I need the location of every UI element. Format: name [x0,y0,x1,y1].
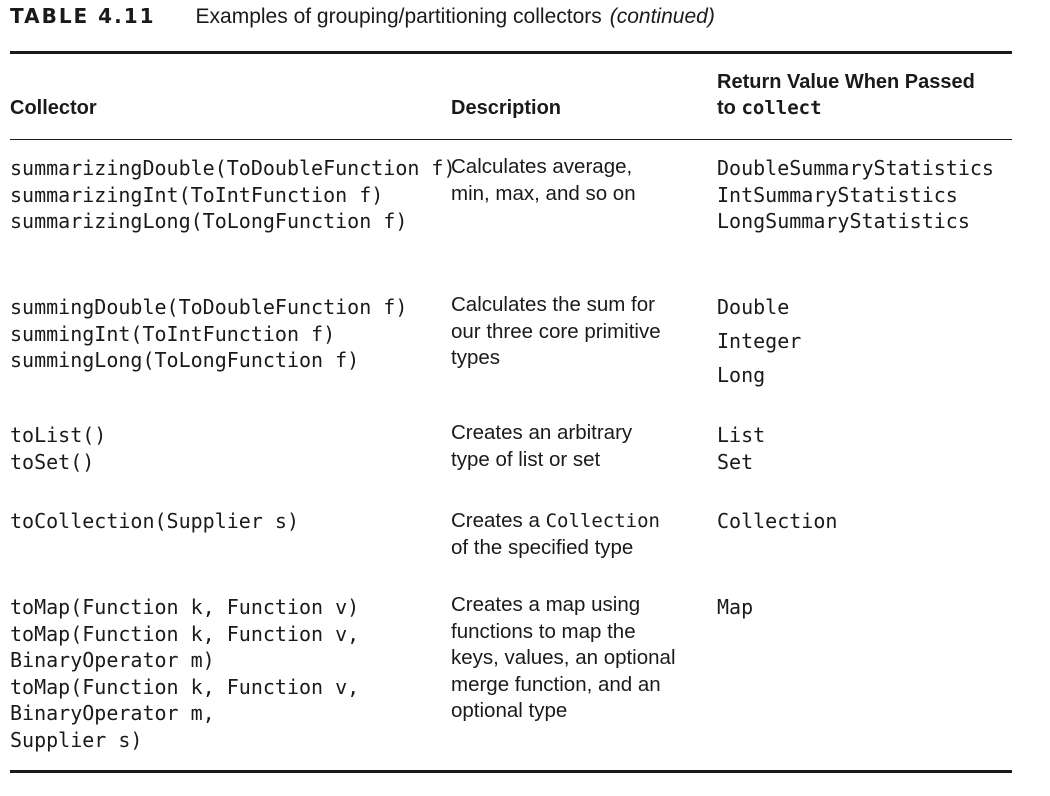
collector-method: Supplier s) [10,727,143,752]
description-line: of the specified type [451,535,634,559]
description-line: optional type [451,699,568,722]
return-type: List [717,423,766,447]
header-return-prefix: to [717,97,736,119]
table-title: Examples of grouping/partitioning collec… [195,5,602,28]
collector-method: summingLong(ToLongFunction f) [10,348,360,372]
collector-method: toList() [10,423,107,447]
description-line: functions to map the [451,619,636,643]
description-line: Creates a Collection [451,508,660,535]
collector-method: summingInt(ToIntFunction f) [10,321,336,346]
return-type: LongSummaryStatistics [717,209,970,233]
row-5-collector: toMap(Function k, Function v) toMap(Func… [10,594,359,753]
top-rule [10,51,1012,54]
header-collector: Collector [10,97,97,119]
header-return-value: Return Value When Passed to collect [717,69,975,121]
collector-method: toMap(Function k, Function v, [10,674,360,699]
return-type: Collection [717,509,838,533]
bottom-rule [10,770,1012,773]
description-line: Creates an arbitrary [451,421,633,444]
table-continued-note: (continued) [609,5,715,28]
row-4-collector: toCollection(Supplier s) [10,508,299,535]
row-2-description: Calculates the sum for our three core pr… [451,292,661,372]
row-3-description: Creates an arbitrary type of list or set [451,420,632,473]
row-3-collector: toList() toSet() [10,422,106,475]
collector-method: toSet() [10,449,95,474]
return-type: Double [717,295,790,319]
return-type: Set [717,449,754,474]
row-1-collector: summarizingDouble(ToDoubleFunction f) su… [10,155,456,235]
collector-method: summingDouble(ToDoubleFunction f) [10,295,408,319]
description-code: Collection [545,510,660,532]
row-3-return: List Set [717,422,765,475]
row-1-description: Calculates average, min, max, and so on [451,154,636,207]
description-line: Calculates average, [451,155,633,178]
description-line: min, max, and so on [451,181,636,205]
row-5-description: Creates a map using functions to map the… [451,592,676,725]
collector-method: toCollection(Supplier s) [10,509,299,533]
row-4-return: Collection [717,508,837,535]
table-caption: TABLE 4.11 Examples of grouping/partition… [10,4,715,29]
row-2-collector: summingDouble(ToDoubleFunction f) summin… [10,294,407,374]
header-return-line1: Return Value When Passed [717,71,975,93]
return-type: IntSummaryStatistics [717,182,958,207]
description-line: Creates a map using [451,593,641,616]
description-line: keys, values, an optional [451,646,676,669]
collector-method: summarizingLong(ToLongFunction f) [10,209,408,233]
collector-method: toMap(Function k, Function v) [10,595,360,619]
return-type: Long [717,363,766,387]
header-return-code: collect [741,97,822,119]
collector-method: toMap(Function k, Function v, [10,621,360,646]
header-description: Description [451,97,562,119]
description-line: merge function, and an [451,672,661,696]
header-rule [10,139,1012,140]
table-number: TABLE 4.11 [10,4,156,28]
description-line: our three core primitive [451,319,661,343]
description-line: types [451,346,500,369]
row-5-return: Map [717,594,753,621]
row-2-return: Double Integer Long [717,290,801,392]
return-type: Integer [717,329,802,353]
description-line: Calculates the sum for [451,293,655,316]
row-4-description: Creates a Collection of the specified ty… [451,508,660,561]
collector-method: summarizingInt(ToIntFunction f) [10,182,384,207]
description-text: Creates a [451,509,540,532]
return-type: DoubleSummaryStatistics [717,156,994,180]
description-line: type of list or set [451,447,601,471]
row-1-return: DoubleSummaryStatistics IntSummaryStatis… [717,155,994,235]
collector-method: summarizingDouble(ToDoubleFunction f) [10,156,456,180]
collector-method: BinaryOperator m) [10,648,215,672]
return-type: Map [717,595,754,619]
collector-method: BinaryOperator m, [10,701,215,725]
